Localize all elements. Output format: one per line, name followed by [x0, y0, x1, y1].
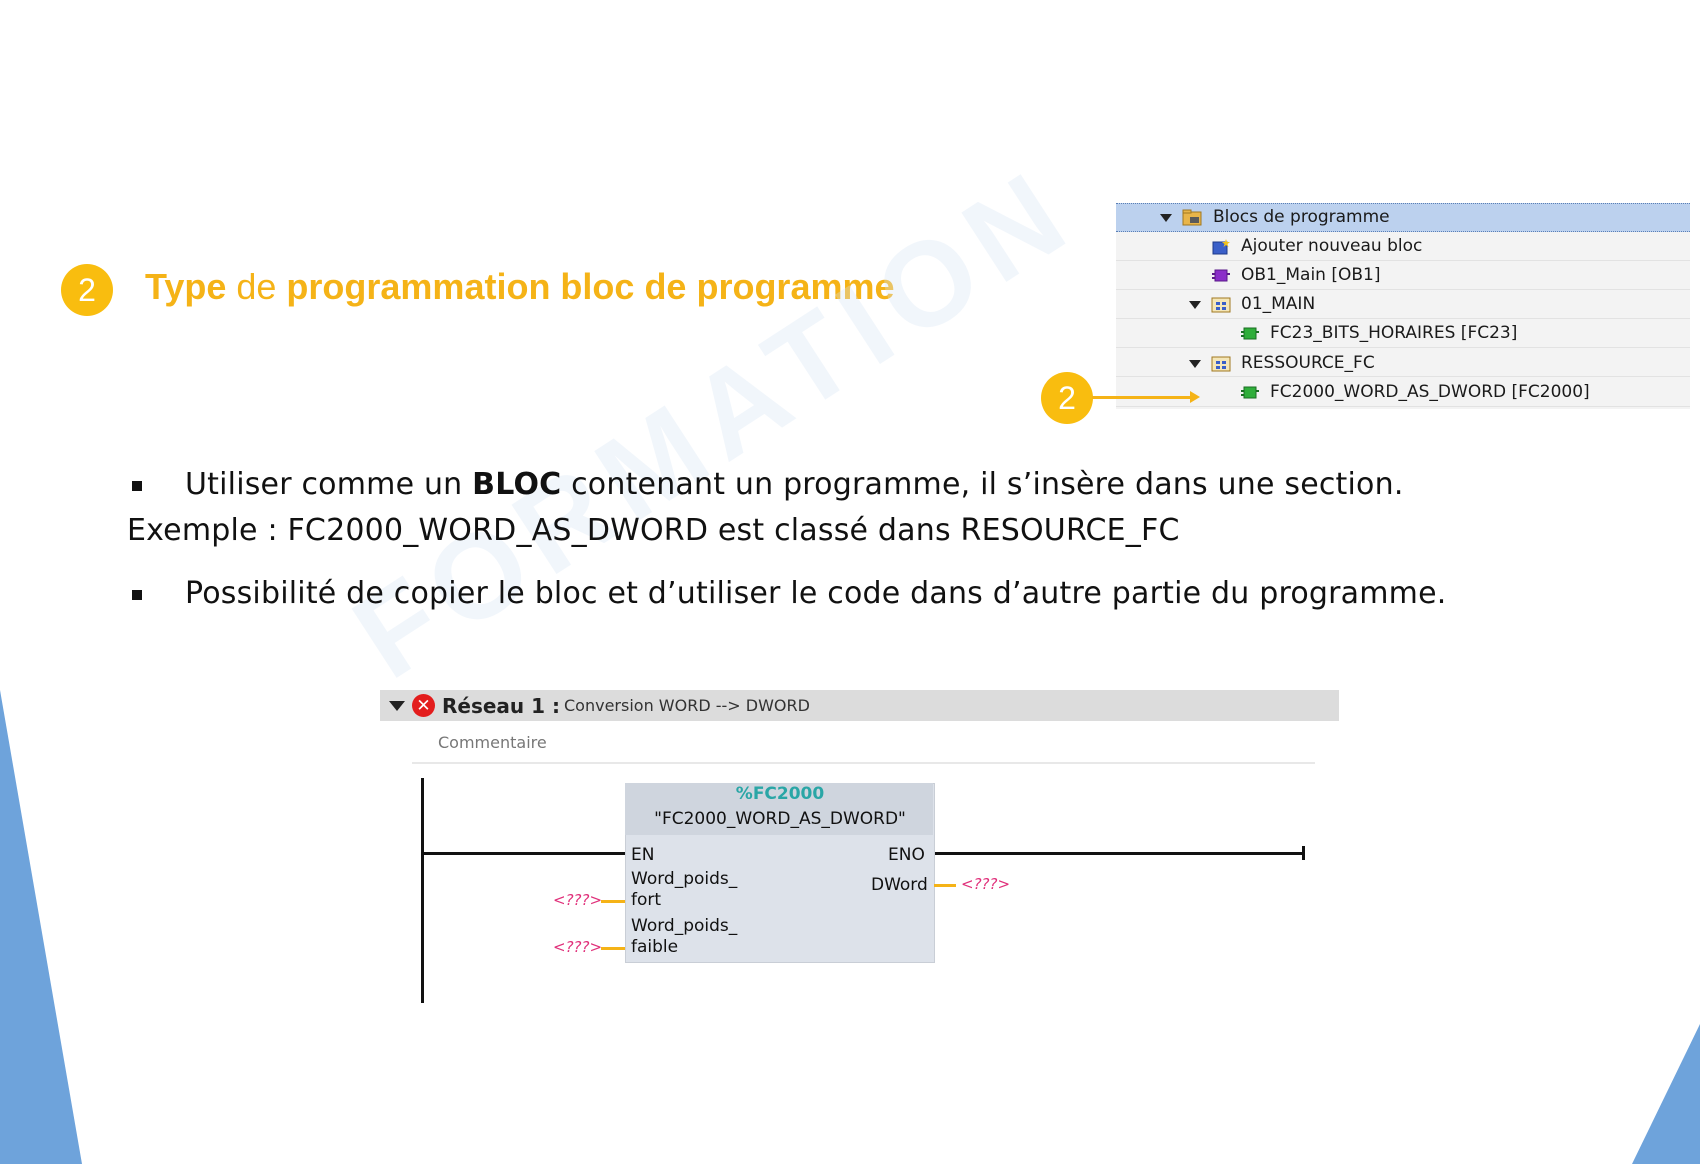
tree-row-4[interactable]	[1116, 319, 1690, 348]
fc-block-icon	[1241, 327, 1259, 340]
comment-placeholder: Commentaire	[438, 733, 547, 752]
example-text: Exemple : FC2000_WORD_AS_DWORD est class…	[127, 513, 1180, 548]
callout-badge: 2	[1041, 372, 1093, 424]
fc-block-icon	[1241, 386, 1259, 399]
tree-row-3[interactable]	[1116, 290, 1690, 319]
folder-blocks-icon	[1182, 209, 1202, 226]
pin-word-faible-b: faible	[631, 937, 679, 957]
pin-word-faible-a: Word_poids_	[631, 916, 738, 936]
function-block-header	[625, 783, 933, 835]
pin-en: EN	[631, 845, 655, 865]
pin-eno: ENO	[888, 845, 925, 865]
wire-end-mark	[1302, 846, 1305, 860]
tree-row-5[interactable]	[1116, 348, 1690, 377]
out-connector	[934, 884, 956, 887]
network-label: Réseau 1 :	[442, 694, 561, 718]
left-corner-decoration	[0, 690, 82, 1164]
page-title: Type de programmation bloc de programme	[145, 266, 895, 308]
tree-label-fc2000: FC2000_WORD_AS_DWORD [FC2000]	[1270, 382, 1590, 402]
watermark: FORMATION	[331, 141, 1097, 705]
pin-word-fort-a: Word_poids_	[631, 869, 738, 889]
title-part-type: Type	[145, 266, 227, 307]
title-part-main: programmation bloc de programme	[286, 266, 895, 307]
operand-placeholder-in1[interactable]: <???>	[553, 891, 603, 909]
tree-label-add: Ajouter nouveau bloc	[1241, 236, 1423, 256]
ob-block-icon	[1212, 269, 1230, 282]
collapse-arrow-icon[interactable]	[389, 701, 405, 711]
tree-row-6[interactable]	[1116, 377, 1690, 407]
tree-label-blocs: Blocs de programme	[1213, 207, 1390, 227]
tree-label-01main: 01_MAIN	[1241, 294, 1316, 314]
expand-arrow-icon[interactable]	[1189, 301, 1201, 309]
bullet-text-2: Possibilité de copier le bloc et d’utili…	[185, 576, 1447, 611]
operand-placeholder-out[interactable]: <???>	[961, 875, 1011, 893]
group-folder-icon	[1211, 297, 1231, 313]
pin-word-fort-b: fort	[631, 890, 662, 910]
bullet-marker	[132, 481, 142, 491]
block-number: %FC2000	[735, 784, 825, 804]
group-folder-icon	[1211, 356, 1231, 372]
tree-label-fc23: FC23_BITS_HORAIRES [FC23]	[1270, 323, 1518, 343]
network-title[interactable]: Conversion WORD --> DWORD	[564, 696, 810, 715]
step-badge: 2	[61, 264, 113, 316]
expand-arrow-icon[interactable]	[1189, 360, 1201, 368]
tree-label-ressource: RESSOURCE_FC	[1241, 353, 1375, 373]
b1-bold: BLOC	[472, 467, 562, 502]
b1-part2: contenant un programme, il s’insère dans…	[561, 467, 1404, 502]
in2-connector	[601, 947, 625, 950]
in1-connector	[601, 900, 625, 903]
add-block-icon	[1212, 239, 1230, 255]
tree-row-1[interactable]	[1116, 232, 1690, 261]
bullet-marker	[132, 590, 142, 600]
tree-container	[1116, 203, 1690, 409]
block-name: "FC2000_WORD_AS_DWORD"	[654, 809, 906, 829]
tree-row-0[interactable]	[1116, 203, 1690, 232]
right-corner-decoration	[1632, 1024, 1700, 1164]
b1-part1: Utiliser comme un	[185, 467, 473, 502]
error-icon: ✕	[412, 694, 435, 717]
eno-wire	[933, 852, 1304, 855]
operand-placeholder-in2[interactable]: <???>	[553, 938, 603, 956]
callout-arrowhead	[1190, 391, 1200, 403]
pin-dword: DWord	[871, 875, 928, 895]
network-header[interactable]	[380, 690, 1339, 721]
title-part-de: de	[226, 266, 287, 307]
bullet-text-1: Utiliser comme un BLOC contenant un prog…	[185, 467, 1404, 502]
tree-label-ob1: OB1_Main [OB1]	[1241, 265, 1381, 285]
power-rail	[421, 778, 424, 1003]
comment-field[interactable]	[412, 726, 1315, 764]
callout-arrow	[1092, 396, 1196, 399]
tree-row-2[interactable]	[1116, 261, 1690, 290]
en-wire	[423, 852, 626, 855]
expand-arrow-icon[interactable]	[1160, 214, 1172, 222]
